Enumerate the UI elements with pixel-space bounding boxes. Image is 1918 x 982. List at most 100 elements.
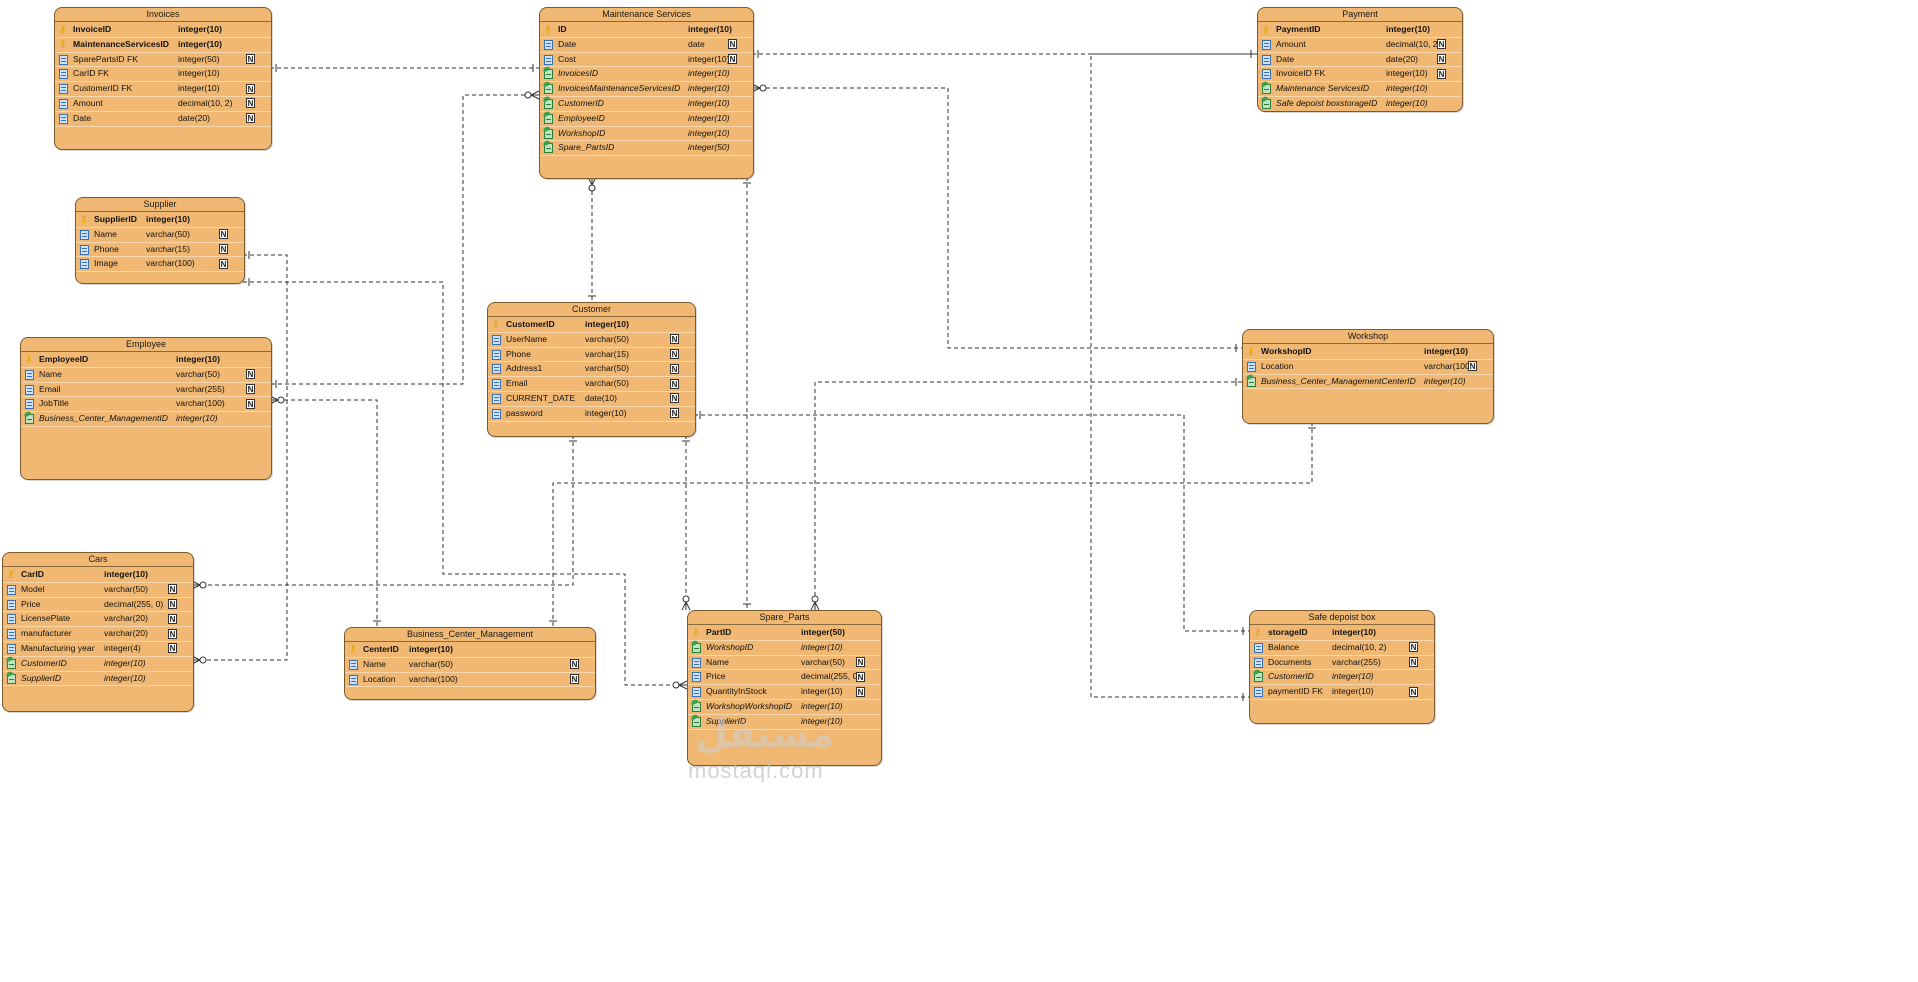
column-icon — [7, 614, 16, 625]
column-name: Email — [506, 378, 528, 389]
column-type: integer(10) — [801, 641, 843, 652]
relationship-maintenance-employee[interactable] — [270, 90, 540, 388]
foreign-key-icon — [544, 98, 553, 109]
column-icon — [1262, 69, 1271, 80]
relationship-employee-bcm[interactable] — [269, 395, 381, 627]
column-name: PaymentID — [1276, 24, 1321, 34]
relationship-customer-safe[interactable] — [694, 411, 1249, 635]
column-type: varchar(50) — [585, 333, 629, 344]
column-icon — [59, 84, 68, 95]
relationship-payment-safe[interactable] — [1090, 50, 1257, 701]
relationship-workshop-bcm[interactable] — [549, 422, 1316, 627]
entity-title: Invoices — [55, 8, 271, 22]
relationship-maintenance-workshop[interactable] — [751, 83, 1242, 352]
relationship-supplier-spare[interactable] — [243, 278, 688, 690]
relationship-customer-spare[interactable] — [681, 435, 691, 611]
relationship-maintenance-payment[interactable] — [752, 50, 1257, 58]
foreign-key-icon — [7, 673, 16, 684]
relationship-invoices-maintenance[interactable] — [270, 64, 539, 72]
relationship-maintenance-customer[interactable] — [587, 176, 597, 302]
relationship-maintenance-spare[interactable] — [743, 177, 751, 610]
not-null-icon: N — [856, 657, 865, 668]
relationship-workshop-spare[interactable] — [810, 378, 1242, 611]
column-type: integer(10) — [801, 715, 843, 726]
